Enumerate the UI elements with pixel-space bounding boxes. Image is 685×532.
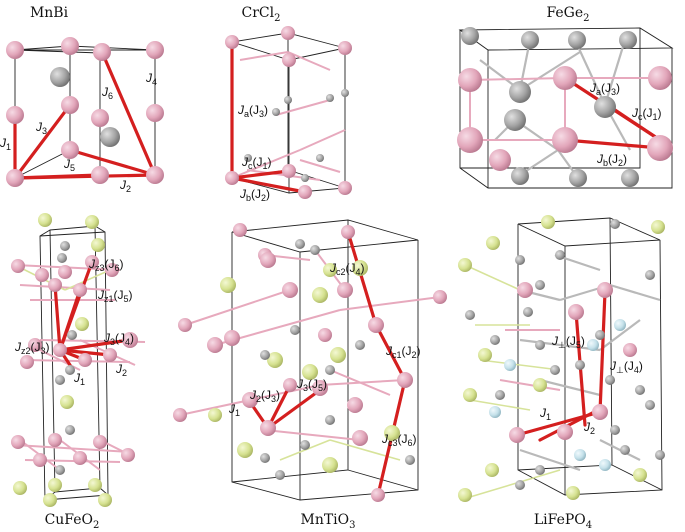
label-j1-lifepo4: J1 (539, 406, 551, 422)
unit-cell-mnbi (14, 45, 156, 179)
label-j3-cufeo2: J3(J4) (103, 331, 134, 347)
bonds-lifepo4 (459, 253, 661, 501)
panel-title-fege2: FeGe2 (546, 5, 589, 24)
label-j4: J4 (145, 71, 157, 87)
label-j6: J6 (101, 85, 113, 101)
label-jc1: Jc1(J2) (385, 344, 421, 360)
labels-fege2: Ja(J3) Jc(J1) Jb(J2) (589, 81, 662, 168)
exchange-bonds-lifepo4 (515, 290, 607, 442)
atoms-mnbi (6, 37, 164, 187)
panel-title-mnbi: MnBi (30, 5, 69, 21)
panel-title-cufeo2: CuFeO2 (45, 512, 100, 531)
panel-title-crcl2: CrCl2 (242, 5, 281, 24)
label-j5: J5 (63, 157, 75, 173)
label-jc2: Jc2(J4) (329, 261, 365, 277)
label-jc-fege2: Jc(J1) (631, 106, 662, 122)
atoms-cufeo2 (11, 213, 138, 507)
label-jz2: Jz2(J3) (14, 340, 50, 356)
structure-crcl2: Ja(J3) Jc(J1) Jb(J2) (225, 26, 352, 203)
panel-title-mntio3: MnTiO3 (300, 512, 355, 531)
label-j2-cufeo2: J2 (115, 362, 127, 378)
structure-mnbi: J1 J2 J3 J4 J5 J6 (0, 37, 164, 194)
structure-mntio3: Jc2(J4) Jc1(J2) J2(J3) J3(J5) J1 Jc3(J6) (173, 219, 447, 502)
atoms-lifepo4 (458, 215, 665, 502)
label-jb-fege2: Jb(J2) (596, 152, 627, 168)
label-jperp-4: J⊥(J4) (609, 359, 643, 375)
atoms-crcl2 (225, 26, 352, 199)
structure-fege2: Ja(J3) Jc(J1) Jb(J2) (457, 27, 674, 189)
label-jz1: Jz1(J5) (97, 288, 133, 304)
label-j1: J1 (0, 136, 11, 152)
labels-lifepo4: J⊥(J5) J⊥(J4) J1 J2 (539, 334, 643, 436)
structure-lifepo4: J⊥(J5) J⊥(J4) J1 J2 (458, 215, 665, 502)
labels-crcl2: Ja(J3) Jc(J1) Jb(J2) (237, 103, 272, 203)
label-j2-lifepo4: J2 (583, 420, 595, 436)
label-j2: J2 (119, 178, 131, 194)
label-jb: Jb(J2) (239, 187, 270, 203)
labels-mntio3: Jc2(J4) Jc1(J2) J2(J3) J3(J5) J1 Jc3(J6) (228, 261, 421, 448)
atoms-mntio3 (173, 223, 447, 502)
label-j3: J3 (35, 120, 47, 136)
exchange-bonds-mnbi (13, 50, 157, 180)
label-ja-fege2: Ja(J3) (589, 81, 620, 97)
exchange-bonds-cufeo2 (53, 260, 132, 367)
labels-mnbi: J1 J2 J3 J4 J5 J6 (0, 71, 157, 194)
label-j2-mntio3: J2(J3) (249, 388, 280, 404)
label-j1-cufeo2: J1 (73, 371, 85, 387)
labels-cufeo2: Jz3(J6) Jz1(J5) J3(J4) Jz2(J3) J2 J1 (14, 257, 134, 387)
label-ja: Ja(J3) (237, 103, 268, 119)
label-jperp-5: J⊥(J5) (551, 334, 585, 350)
atoms-fege2 (457, 27, 673, 187)
structure-cufeo2: Jz3(J6) Jz1(J5) J3(J4) Jz2(J3) J2 J1 (11, 213, 146, 507)
exchange-bonds-crcl2 (230, 40, 307, 194)
panel-title-lifepo4: LiFePO4 (534, 512, 592, 531)
label-jc3: Jc3(J6) (381, 432, 417, 448)
label-j1-mntio3: J1 (228, 402, 240, 418)
label-jz3: Jz3(J6) (88, 257, 124, 273)
label-j3-mntio3: J3(J5) (296, 377, 327, 393)
label-jc: Jc(J1) (241, 155, 272, 171)
